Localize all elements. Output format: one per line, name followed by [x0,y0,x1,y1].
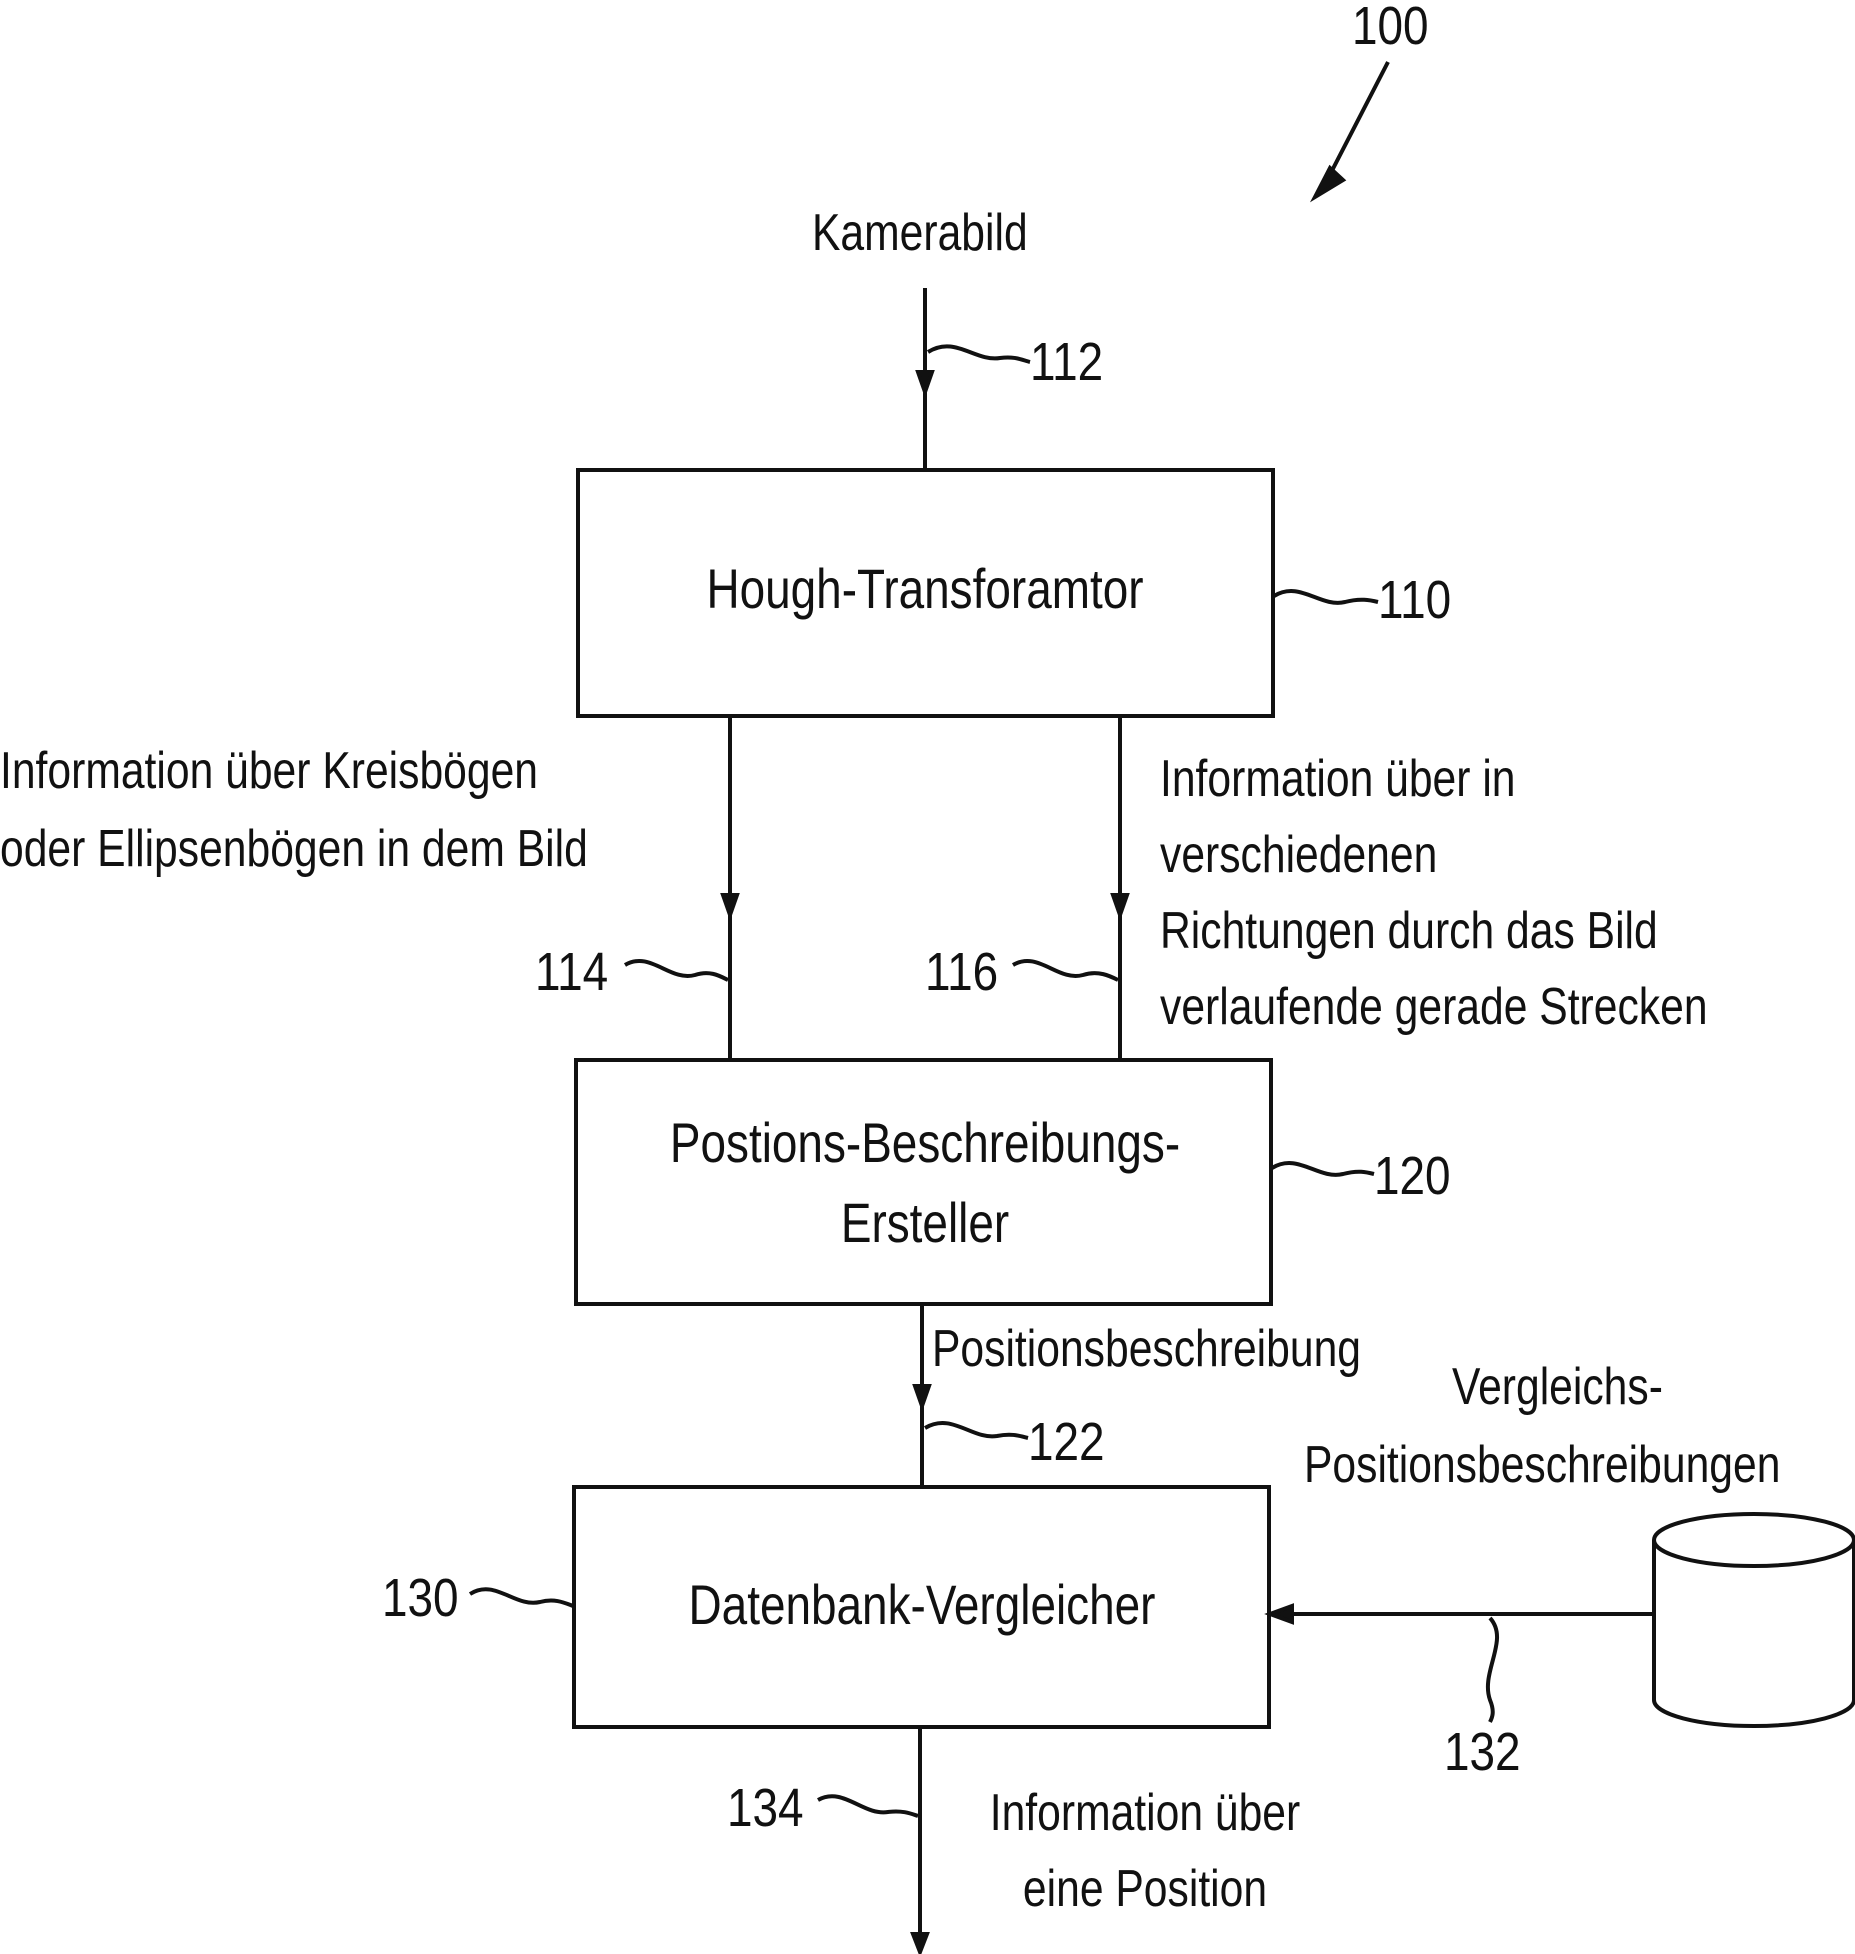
lines-label-line3: Richtungen durch das Bild [1160,902,1658,960]
description-arrowhead [915,1386,929,1406]
position-creator-ref: 120 [1374,1146,1451,1206]
leader-114 [625,961,728,980]
database-comparator-ref: 130 [382,1568,459,1628]
arcs-arrowhead [723,895,737,915]
input-ref: 112 [1030,332,1103,392]
leader-132 [1488,1618,1497,1722]
figure-ref-number: 100 [1352,0,1429,56]
lines-ref: 116 [925,942,998,1002]
lines-label-line1: Information über in [1160,750,1516,808]
database-ref: 132 [1444,1722,1521,1782]
hough-transformer-label: Hough-Transforamtor [706,558,1143,620]
leader-130 [470,1589,573,1606]
description-label: Positionsbeschreibung [932,1320,1361,1378]
position-creator-label-line2: Ersteller [841,1192,1009,1254]
arcs-label-line1: Information über Kreisbögen [0,742,538,800]
output-ref: 134 [727,1778,804,1838]
database-cylinder-top [1654,1514,1854,1566]
figure-ref-arrowhead [1315,168,1343,197]
description-ref: 122 [1028,1412,1105,1472]
leader-134 [818,1796,918,1816]
database-label-line1: Vergleichs- [1452,1358,1663,1416]
position-description-creator-box [576,1060,1271,1304]
lines-label-line2: verschiedenen [1160,826,1437,884]
database-label-line2: Positionsbeschreibungen [1304,1436,1780,1494]
hough-transformer-ref: 110 [1378,570,1451,630]
lines-label-line4: verlaufende gerade Strecken [1160,978,1708,1036]
input-arrowhead [918,372,932,392]
arcs-label-line2: oder Ellipsenbögen in dem Bild [0,820,588,878]
leader-122 [925,1423,1028,1438]
input-label: Kamerabild [812,204,1028,262]
position-creator-label-line1: Postions-Beschreibungs- [670,1112,1180,1174]
leader-110 [1274,591,1378,603]
output-label-line2: eine Position [1023,1860,1267,1918]
leader-120 [1272,1163,1374,1175]
output-label-line1: Information über [990,1784,1301,1842]
database-comparator-label: Datenbank-Vergleicher [689,1574,1156,1636]
output-arrowhead [913,1934,927,1952]
lines-arrowhead [1113,895,1127,915]
leader-116 [1013,961,1118,980]
leader-112 [928,346,1030,362]
database-arrowhead [1270,1606,1292,1622]
arcs-ref: 114 [535,942,608,1002]
